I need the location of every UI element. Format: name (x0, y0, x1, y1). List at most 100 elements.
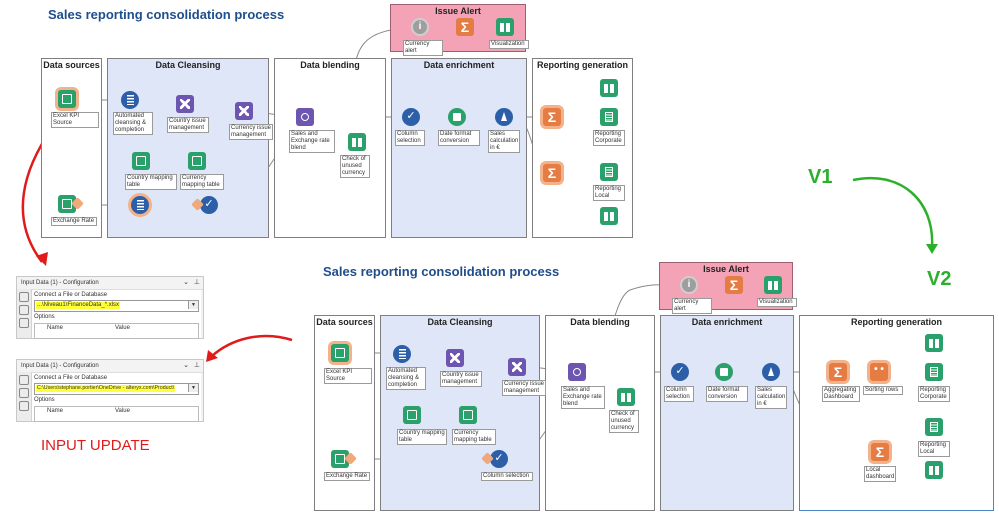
panel-title: Input Data (1) - Configuration (21, 280, 99, 286)
report-tool-icon[interactable] (925, 363, 943, 381)
formula-tool-icon[interactable] (762, 363, 780, 381)
options-label: Options (34, 314, 55, 320)
browse-binoculars-icon[interactable] (764, 276, 782, 294)
file-path-field[interactable]: C:\Users\stephane.portier\OneDrive - alt… (34, 383, 199, 395)
text-input-icon[interactable] (188, 152, 206, 170)
bottom-workflow-title: Sales reporting consolidation process (323, 264, 560, 279)
dropdown-arrow-icon[interactable]: ▼ (188, 384, 198, 392)
chevron-down-icon[interactable]: ⌄ (183, 279, 189, 286)
report-tool-icon[interactable] (600, 108, 618, 126)
tag-icon[interactable] (19, 401, 29, 411)
v2-reporting-corporate-label: Reporting Corporate (918, 386, 950, 402)
pin-icon[interactable]: ⊥ (193, 362, 200, 369)
v2-sales-exchange-blend-label: Sales and Exchange rate blend (561, 386, 605, 409)
text-input-icon[interactable] (132, 152, 150, 170)
database-icon[interactable] (121, 91, 139, 109)
container-header: Data sources (316, 317, 373, 327)
database-icon[interactable] (393, 345, 411, 363)
sort-tool-icon[interactable] (870, 363, 888, 381)
select-tool-icon[interactable] (490, 450, 508, 468)
container-header: Data Cleansing (155, 60, 221, 70)
container-header: Data blending (300, 60, 360, 70)
message-info-icon[interactable]: i (411, 18, 429, 36)
select-tool-icon[interactable] (402, 108, 420, 126)
filter-tool-icon[interactable] (235, 102, 253, 120)
container-header: Data blending (570, 317, 630, 327)
v1-country-mapping-label: Country mapping table (125, 174, 177, 190)
browse-binoculars-icon[interactable] (617, 388, 635, 406)
filter-tool-icon[interactable] (446, 349, 464, 367)
v1-visualization-label: Visualization (489, 40, 529, 49)
panel-header: Input Data (1) - Configuration ⌄ ⊥ (17, 277, 203, 290)
version-v2-label: V2 (927, 268, 952, 290)
v1-reporting-corporate-label: Reporting Corporate (593, 130, 625, 146)
browse-binoculars-icon[interactable] (496, 18, 514, 36)
config-panel-before[interactable]: Input Data (1) - Configuration ⌄ ⊥ Conne… (16, 276, 204, 339)
chevron-down-icon[interactable]: ⌄ (183, 362, 189, 369)
container-header: Data enrichment (691, 317, 763, 327)
v2-column-selection-label: Column selection (664, 386, 694, 402)
file-path-value: C:\Users\stephane.portier\OneDrive - alt… (36, 385, 176, 392)
summarize-sigma-icon[interactable]: Σ (829, 363, 847, 381)
select-tool-icon[interactable] (200, 196, 218, 214)
v2-currency-alert-label: Currency alert (672, 298, 712, 314)
info-icon[interactable] (19, 388, 29, 398)
v1-column-selection-label: Column selection (395, 130, 425, 146)
v2-sorting-rows-label: Sorting rows (863, 386, 903, 395)
v1-data-cleansing-container[interactable]: Data Cleansing (107, 58, 269, 238)
datetime-tool-icon[interactable] (448, 108, 466, 126)
message-info-icon[interactable]: i (680, 276, 698, 294)
join-tool-icon[interactable] (296, 108, 314, 126)
filter-tool-icon[interactable] (176, 95, 194, 113)
formula-tool-icon[interactable] (495, 108, 513, 126)
database-icon[interactable] (131, 196, 149, 214)
config-panel-after[interactable]: Input Data (1) - Configuration ⌄ ⊥ Conne… (16, 359, 204, 422)
v2-automated-cleansing-label: Automated cleansing & completion (386, 367, 426, 390)
text-input-icon[interactable] (459, 406, 477, 424)
text-input-icon[interactable] (403, 406, 421, 424)
summarize-sigma-icon[interactable]: Σ (543, 164, 561, 182)
v1-currency-alert-label: Currency alert (403, 40, 443, 56)
report-tool-icon[interactable] (600, 163, 618, 181)
v1-date-format-label: Date format conversion (438, 130, 480, 146)
report-tool-icon[interactable] (925, 418, 943, 436)
v2-local-dashboard-label: Local dashboard (864, 466, 896, 482)
datetime-tool-icon[interactable] (715, 363, 733, 381)
browse-binoculars-icon[interactable] (348, 133, 366, 151)
browse-binoculars-icon[interactable] (925, 334, 943, 352)
browse-binoculars-icon[interactable] (600, 79, 618, 97)
input-data-icon[interactable] (331, 344, 349, 362)
v2-aggregating-dashboard-label: Aggregating Dashboard (822, 386, 860, 402)
pin-icon[interactable]: ⊥ (193, 279, 200, 286)
file-path-field[interactable]: ...\Niveau1\FinanceData_*.xlsx ▼ (34, 300, 199, 312)
dropdown-arrow-icon[interactable]: ▼ (188, 301, 198, 309)
summarize-sigma-icon[interactable]: Σ (871, 443, 889, 461)
container-header: Data Cleansing (427, 317, 493, 327)
join-tool-icon[interactable] (568, 363, 586, 381)
info-icon[interactable] (19, 305, 29, 315)
v2-country-mapping-label: Country mapping table (397, 429, 447, 445)
panel-sidebar (17, 372, 32, 421)
input-data-icon[interactable] (58, 90, 76, 108)
browse-binoculars-icon[interactable] (925, 461, 943, 479)
gear-icon[interactable] (19, 375, 29, 385)
tag-icon[interactable] (19, 318, 29, 328)
v2-currency-mapping-label: Currency mapping table (452, 429, 496, 445)
v2-data-enrichment-container[interactable]: Data enrichment (660, 315, 794, 511)
summarize-sigma-icon[interactable]: Σ (543, 108, 561, 126)
version-v1-label: V1 (808, 166, 833, 188)
v1-automated-cleansing-label: Automated cleansing & completion (113, 112, 153, 135)
v2-sales-calculation-label: Sales calculation in € (755, 386, 787, 409)
filter-tool-icon[interactable] (508, 358, 526, 376)
v2-check-unused-label: Check of unused currency (609, 410, 639, 433)
input-update-label: INPUT UPDATE (41, 437, 150, 454)
container-header: Reporting generation (536, 60, 628, 70)
summarize-sigma-icon[interactable]: Σ (725, 276, 743, 294)
gear-icon[interactable] (19, 292, 29, 302)
select-tool-icon[interactable] (671, 363, 689, 381)
browse-binoculars-icon[interactable] (600, 207, 618, 225)
v2-reporting-generation-container[interactable]: Reporting generation (799, 315, 994, 511)
v1-sales-exchange-blend-label: Sales and Exchange rate blend (289, 130, 335, 153)
summarize-sigma-icon[interactable]: Σ (456, 18, 474, 36)
col-name-header: Name (47, 325, 64, 331)
